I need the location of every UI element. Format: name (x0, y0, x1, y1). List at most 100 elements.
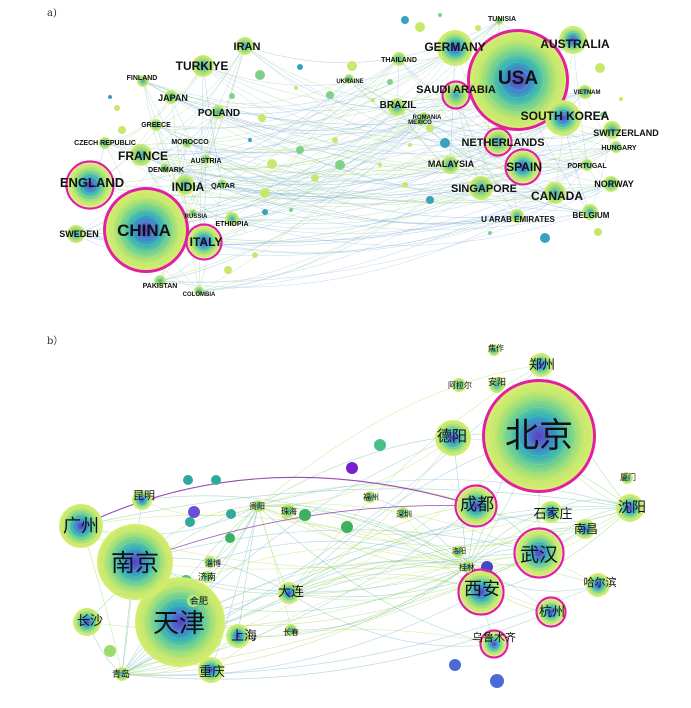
node-label-city-23: 淄博 (205, 558, 221, 568)
brazil-node (388, 98, 406, 116)
minor-node (449, 659, 461, 671)
poland-node (211, 105, 225, 119)
city-10-node (616, 494, 644, 522)
node-label-u-arab-emirates: U ARAB EMIRATES (481, 215, 555, 224)
turkiye-node (192, 55, 214, 77)
minor-node (619, 97, 623, 101)
city-5-node (513, 527, 565, 579)
node-label-city-12: 杭州 (539, 605, 565, 620)
link-edge (206, 505, 259, 578)
link-edge (287, 510, 468, 568)
saudi-arabia-node (441, 80, 471, 110)
pakistan-node (154, 275, 166, 287)
node-label-city-11: 南昌 (574, 521, 598, 536)
node-label-colombia: COLOMBIA (183, 292, 216, 298)
node-label-city-10: 沈阳 (618, 500, 646, 516)
link-edge (348, 78, 613, 140)
node-label-city-14: 哈尔滨 (584, 575, 617, 589)
node-label-england: ENGLAND (60, 175, 124, 190)
city-31-node (621, 472, 633, 484)
colombia-node (194, 286, 204, 296)
minor-node (341, 521, 353, 533)
node-label-denmark: DENMARK (148, 167, 184, 174)
node-label-spain: SPAIN (506, 160, 542, 174)
node-label-russia: RUSSIA (185, 214, 208, 220)
minor-node (252, 252, 258, 258)
node-label-city-13: 乌鲁木齐 (472, 630, 516, 644)
minor-node (267, 159, 277, 169)
link-edge (288, 561, 599, 594)
link-edge (75, 45, 246, 235)
link-edge (184, 129, 613, 195)
node-label-city-4: 成都 (460, 495, 494, 515)
node-label-malaysia: MALAYSIA (428, 159, 475, 169)
link-edge (221, 164, 451, 202)
minor-node (335, 160, 345, 170)
link-edge (142, 80, 613, 141)
link-edge (155, 124, 194, 214)
link-edge (142, 80, 233, 220)
malaysia-node (441, 156, 459, 174)
link-edge (288, 505, 477, 594)
node-label-brazil: BRAZIL (380, 100, 417, 111)
link-edge (104, 142, 223, 187)
node-label-ethiopia: ETHIOPIA (215, 221, 248, 228)
panel-b-label: b） (47, 335, 63, 347)
denmark-node (160, 163, 170, 173)
link-edge (288, 559, 468, 594)
link-edge (231, 211, 591, 246)
link-edge (217, 111, 556, 197)
minor-node (378, 163, 382, 167)
link-edge (455, 94, 518, 217)
node-label-city-25: 贵阳 (249, 501, 265, 511)
minor-node (262, 209, 268, 215)
link-edge (121, 505, 259, 675)
minor-node (297, 64, 303, 70)
minor-node (289, 208, 293, 212)
link-edge (396, 106, 612, 186)
switzerland-node (603, 121, 621, 139)
tunisia-node (495, 17, 503, 25)
node-label-city-18: 长沙 (77, 614, 103, 629)
link-edge (221, 141, 499, 197)
link-edge (231, 120, 422, 220)
node-label-city-19: 昆明 (133, 489, 155, 502)
link-edge (155, 45, 246, 126)
link-edge (348, 78, 422, 122)
sweden-node (67, 225, 85, 243)
highlight-edge (80, 476, 477, 527)
city-1-node (135, 577, 225, 667)
link-edge (348, 78, 591, 213)
link-edge (198, 91, 586, 292)
city-19-node (132, 490, 152, 510)
link-edge (104, 142, 617, 176)
south-korea-node (545, 100, 581, 136)
link-edge (121, 566, 468, 675)
minor-node (426, 124, 434, 132)
germany-node (437, 30, 473, 66)
minor-node (326, 91, 334, 99)
node-label-ukraine: UKRAINE (336, 79, 363, 85)
link-edge (205, 158, 482, 206)
link-edge (192, 566, 468, 612)
u-arab-emirates-node (510, 209, 524, 223)
minor-node (402, 182, 408, 188)
minor-node (183, 475, 193, 485)
node-label-turkiye: TURKIYE (176, 59, 229, 73)
minor-node (387, 79, 393, 85)
link-edge (164, 79, 519, 171)
city-14-node (586, 573, 610, 597)
link-edge (142, 80, 166, 169)
link-edge (205, 58, 400, 160)
node-label-city-9: 石家庄 (533, 506, 572, 522)
link-edge (209, 540, 468, 568)
link-edge (221, 146, 617, 199)
russia-node (189, 209, 197, 217)
link-edge (210, 505, 259, 671)
link-edge (86, 505, 259, 623)
link-edge (141, 499, 259, 517)
minor-node (332, 137, 338, 143)
link-edge (159, 187, 482, 283)
minor-node (224, 266, 232, 274)
